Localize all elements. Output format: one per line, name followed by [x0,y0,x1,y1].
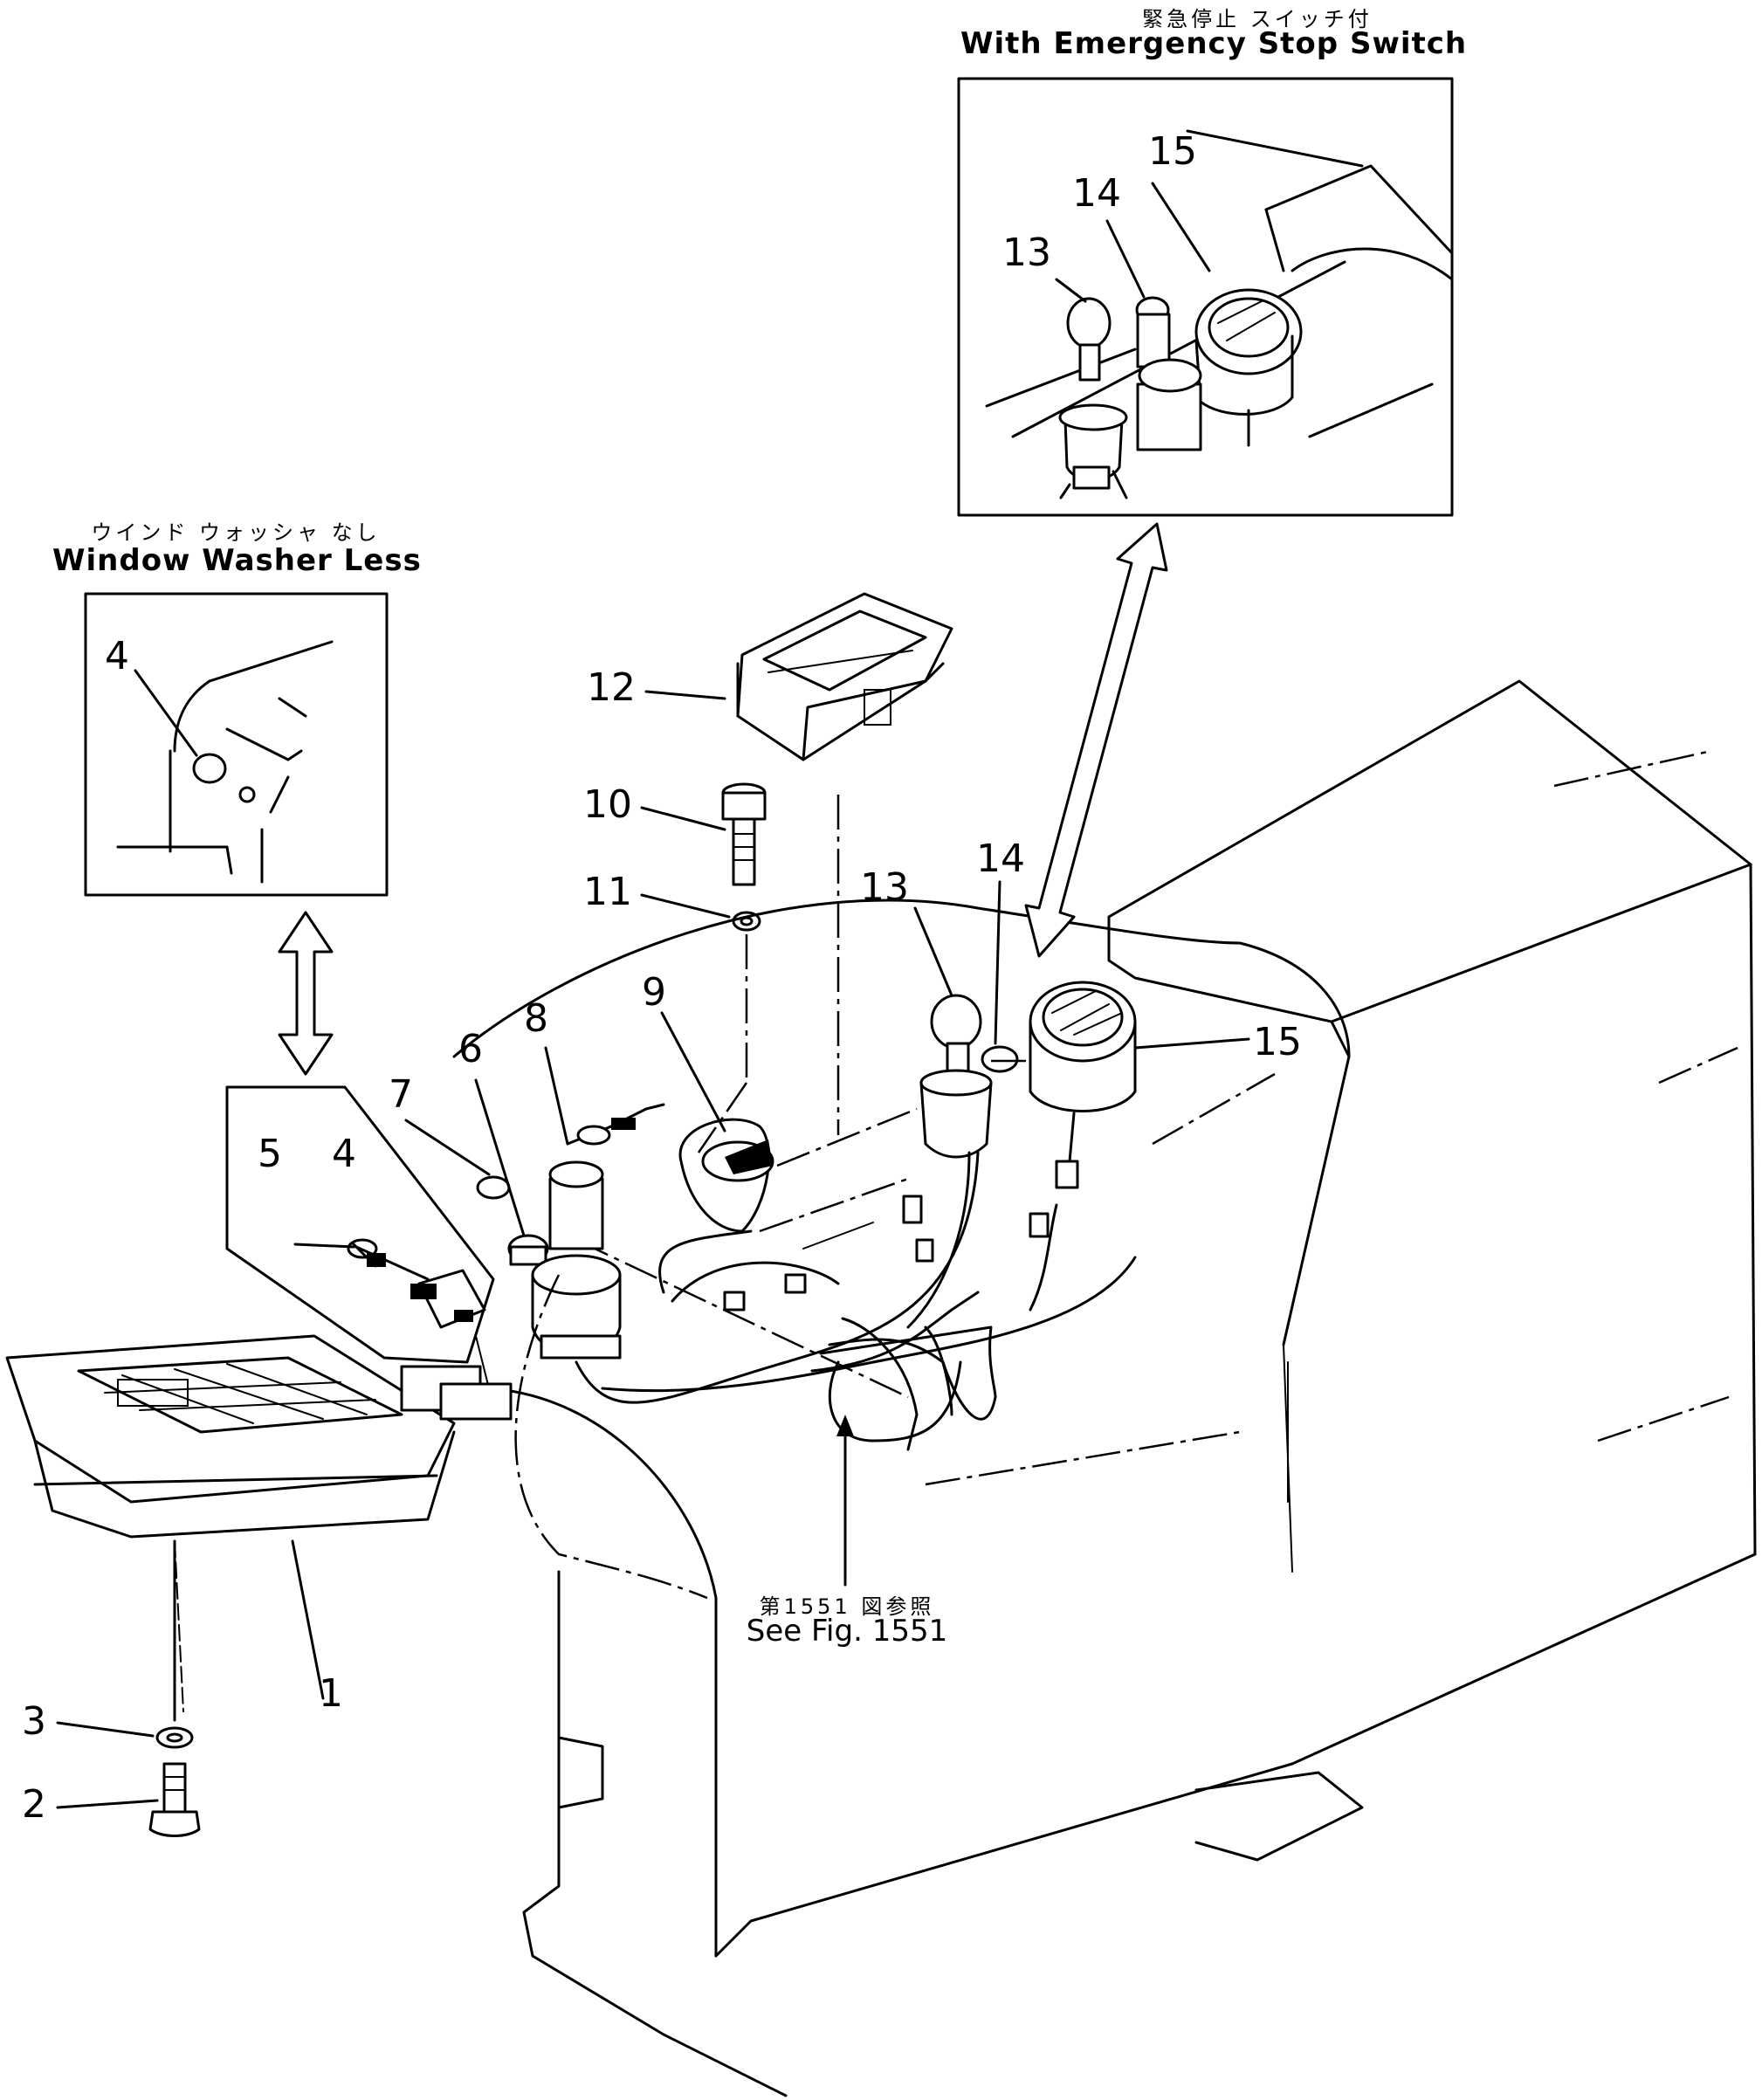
emergency-stop-double-arrow [1024,522,1168,958]
switch-bracket [225,1085,513,1421]
part-number-15-inset: 15 [1148,129,1197,174]
emergency-stop-caption-jp: 緊急停止 スイッチ付 [1142,7,1373,31]
part-number-7: 7 [389,1072,413,1117]
part-4-switch [410,1269,486,1329]
part-number-13-inset: 13 [1002,231,1051,275]
part-number-15: 15 [1253,1020,1302,1064]
window-washer-caption-en: Window Washer Less [52,543,422,578]
part-number-4: 4 [332,1132,356,1176]
part-14-ring [981,1045,1019,1073]
console-body [452,899,1364,2097]
window-washer-caption-jp: ウインド ウォッシャ なし [91,520,381,545]
part-12-box [736,592,953,761]
monitor-panel [5,1334,456,1722]
part-9-switch [678,1118,774,1233]
part-11-washer [732,911,761,932]
key-switch-assembly [476,1103,665,1360]
part-number-1: 1 [319,1671,343,1716]
part-number-13: 13 [860,865,909,910]
console-cabinet [1107,679,1757,1766]
part-2-bolt [148,1762,201,1837]
part-number-8: 8 [524,996,548,1041]
see-fig-caption-en: See Fig. 1551 [746,1614,948,1649]
part-number-5: 5 [258,1132,282,1176]
part-3-washer [155,1726,194,1749]
window-washer-double-arrow [278,911,334,1076]
part-number-2: 2 [22,1782,46,1827]
part-10-bolt [721,782,767,886]
part-number-12: 12 [587,665,636,710]
wiring-harness [575,1151,1137,1451]
see-fig-arrow [836,1415,854,1587]
part-number-6: 6 [458,1027,483,1071]
part-number-10: 10 [583,782,632,827]
see-fig-caption-jp: 第1551 図参照 [759,1594,935,1619]
part-15-gauge [1029,981,1137,1189]
part-13-emergency-stop [919,994,993,1159]
window-washer-inset [84,592,389,897]
emergency-stop-caption-en: With Emergency Stop Switch [960,26,1468,61]
part-number-14: 14 [976,837,1025,881]
part-5-switch [347,1238,386,1268]
part-number-3: 3 [22,1699,46,1744]
part-number-14-inset: 14 [1072,171,1121,216]
part-number-9: 9 [642,970,666,1015]
leader-lines [56,690,1250,1809]
part-number-4-inset: 4 [105,634,129,678]
part-number-11: 11 [583,870,632,914]
emergency-stop-inset [957,77,1454,517]
